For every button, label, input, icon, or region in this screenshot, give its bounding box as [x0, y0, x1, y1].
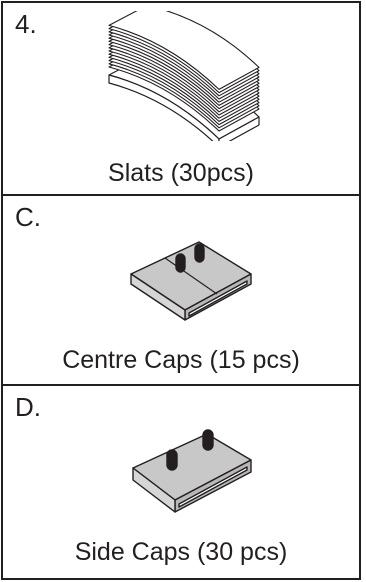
part-caption: Slats (30pcs) — [108, 159, 254, 187]
part-panel-side-caps: D. Side Caps (30 pcs) — [1, 384, 361, 580]
part-caption: Side Caps (30 pcs) — [74, 538, 288, 566]
centre-cap-icon — [129, 234, 259, 324]
part-panel-slats: 4. Slats (30pcs) — [1, 1, 361, 196]
part-panel-centre-caps: C. Centre C — [1, 194, 361, 386]
slats-stack-icon — [99, 11, 279, 141]
slat — [108, 11, 260, 90]
part-index: D. — [15, 392, 41, 422]
part-index: C. — [15, 202, 41, 232]
part-index: 4. — [15, 9, 37, 39]
part-caption: Centre Caps (15 pcs) — [62, 346, 300, 374]
side-cap-icon — [131, 420, 261, 520]
